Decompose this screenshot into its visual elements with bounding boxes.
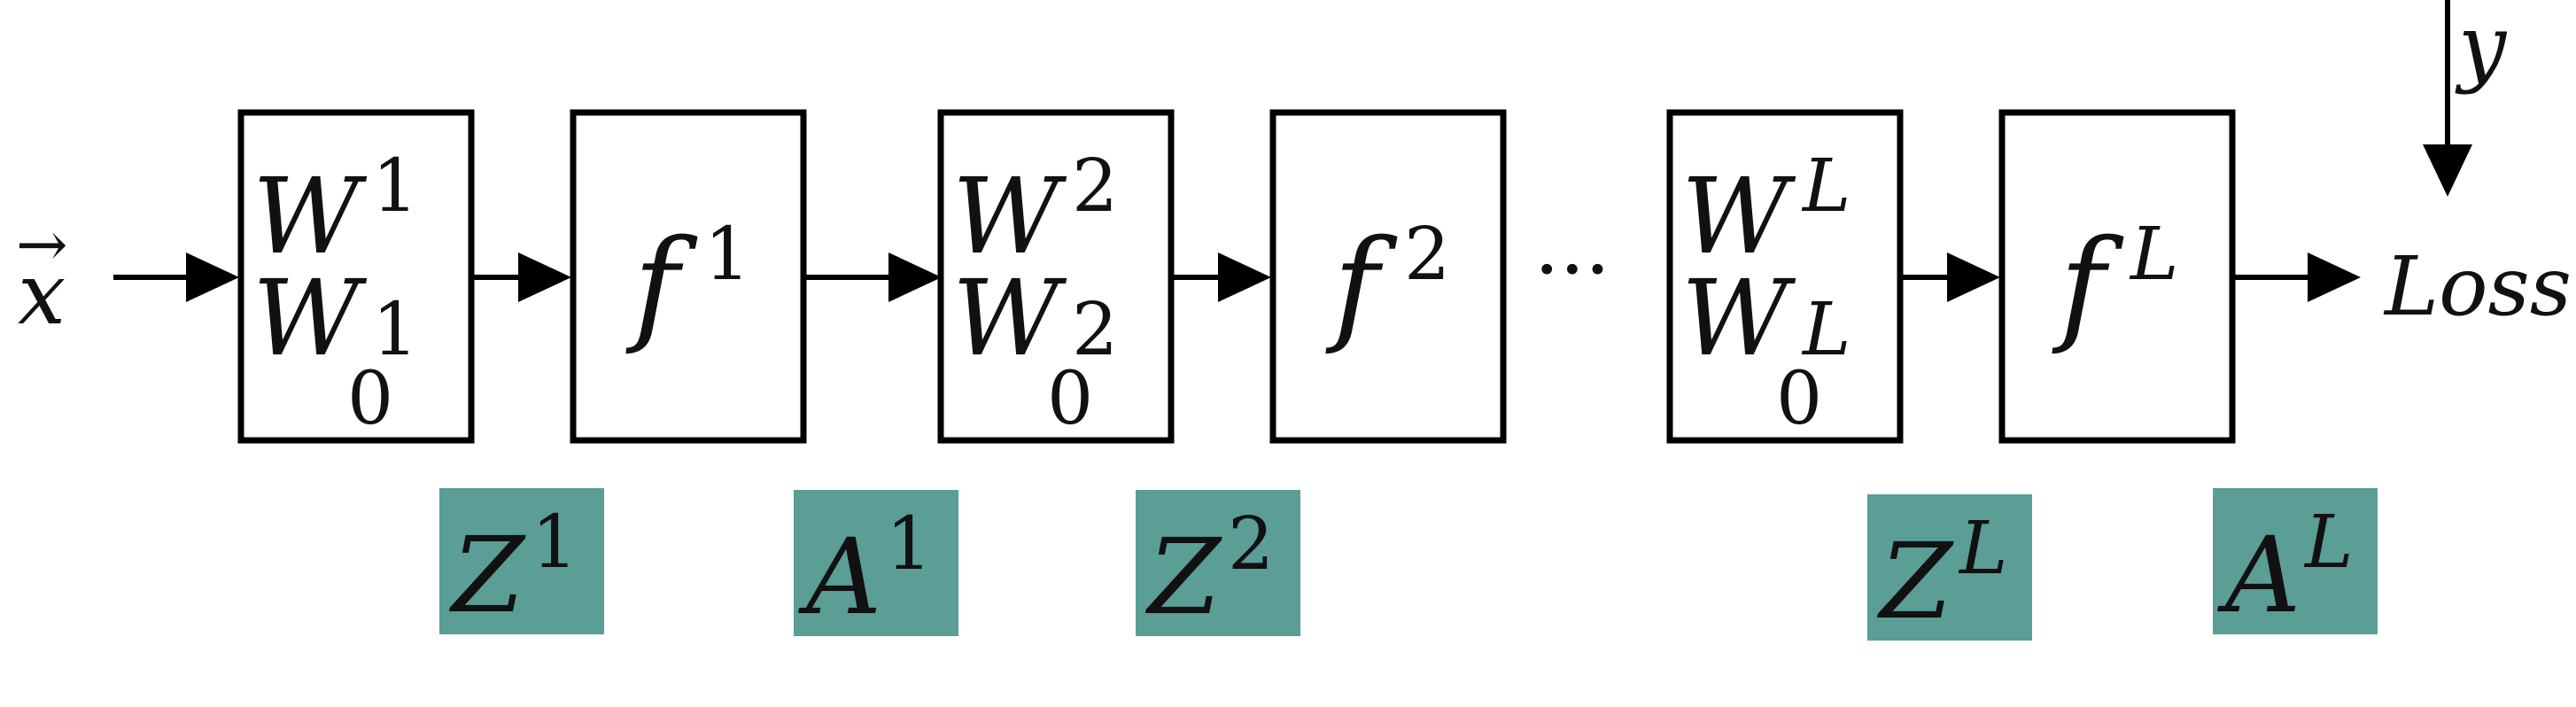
- arrowhead: [186, 252, 239, 302]
- weight-block-layer-2: W 2 W 2 0: [937, 109, 1175, 444]
- tile-a1: A 1: [794, 490, 958, 638]
- svg-text:Z: Z: [1876, 520, 1954, 642]
- weight-block-layer-1: W 1 W 1 0: [237, 109, 475, 444]
- svg-text:1: 1: [531, 501, 578, 585]
- svg-text:2: 2: [1072, 144, 1118, 229]
- svg-text:0: 0: [1047, 357, 1093, 441]
- svg-text:L: L: [1801, 288, 1851, 372]
- tile-zL: Z L: [1867, 494, 2032, 642]
- input-x-vector: x →: [16, 208, 68, 344]
- arrowhead: [2423, 144, 2472, 197]
- arrowhead: [518, 252, 571, 302]
- svg-text:W: W: [952, 155, 1067, 277]
- svg-text:W: W: [252, 257, 368, 379]
- svg-text:2: 2: [1072, 288, 1118, 372]
- svg-text:L: L: [1958, 507, 2007, 591]
- svg-text:1: 1: [886, 502, 932, 587]
- svg-text:Z: Z: [448, 514, 526, 636]
- svg-text:2: 2: [1228, 502, 1274, 587]
- target-label-y: y: [2455, 0, 2508, 96]
- svg-text:W: W: [252, 155, 368, 277]
- tile-aL: A L: [2213, 488, 2378, 636]
- weight-block-layer-L: W L W L 0: [1666, 109, 1904, 444]
- svg-text:L: L: [2129, 213, 2178, 297]
- tile-z2: Z 2: [1136, 490, 1300, 638]
- svg-text:1: 1: [372, 144, 418, 229]
- svg-text:W: W: [952, 257, 1067, 379]
- svg-text:0: 0: [347, 357, 393, 441]
- connector-arrows: [113, 0, 2472, 302]
- svg-text:W: W: [1681, 155, 1796, 277]
- svg-text:2: 2: [1404, 213, 1450, 297]
- svg-text:W: W: [1681, 257, 1796, 379]
- activation-block-layer-1: f 1: [570, 109, 807, 444]
- tile-z1: Z 1: [439, 488, 604, 636]
- svg-text:x: x: [18, 245, 66, 344]
- arrowhead: [888, 252, 942, 302]
- loss-label: Loss: [2383, 239, 2572, 334]
- activation-block-layer-2: f 2: [1269, 109, 1507, 444]
- svg-text:Z: Z: [1144, 516, 1222, 638]
- arrowhead: [2308, 252, 2361, 302]
- layers-ellipsis: ···: [1534, 223, 1610, 316]
- svg-text:1: 1: [704, 213, 750, 297]
- svg-text:A: A: [2217, 514, 2301, 636]
- svg-text:→: →: [16, 208, 68, 281]
- svg-text:L: L: [1801, 144, 1851, 229]
- svg-text:L: L: [2303, 501, 2353, 585]
- activation-block-layer-L: f L: [1998, 109, 2236, 444]
- arrowhead: [1947, 252, 2000, 302]
- svg-text:A: A: [798, 516, 881, 638]
- svg-text:0: 0: [1776, 357, 1822, 441]
- arrowhead: [1218, 252, 1271, 302]
- svg-text:1: 1: [372, 288, 418, 372]
